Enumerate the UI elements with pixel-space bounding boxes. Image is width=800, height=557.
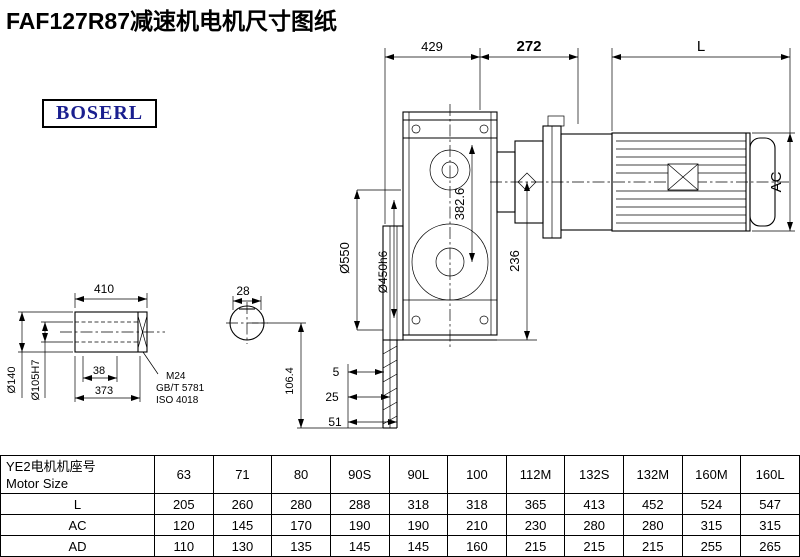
- table-cell: 190: [329, 514, 390, 536]
- table-col-header: 112M: [505, 455, 566, 494]
- table-cell: 413: [564, 493, 624, 515]
- dim-AC-label: AC: [768, 171, 785, 192]
- dim-38-label: 38: [93, 365, 105, 377]
- technical-drawing: 429 272 L AC 382.6 236 Ø550 Ø450h6 410 2…: [6, 38, 795, 429]
- table-col-header: 160M: [681, 455, 742, 494]
- table-col-header: 63: [154, 455, 214, 494]
- dim-28-label: 28: [236, 284, 250, 298]
- table-cell: 280: [564, 514, 624, 536]
- page-title: FAF127R87减速机电机尺寸图纸: [6, 8, 338, 34]
- row-label: AD: [0, 535, 155, 557]
- motor-assembly: [496, 115, 776, 239]
- dimension-lines: [18, 48, 795, 429]
- table-col-header: 160L: [740, 455, 800, 494]
- table-col-header: 132M: [623, 455, 683, 494]
- table-cell: 210: [447, 514, 507, 536]
- dim-25-label: 25: [325, 390, 339, 404]
- table-cell: 265: [740, 535, 800, 557]
- table-cell: 145: [212, 514, 273, 536]
- table-cell: 130: [212, 535, 273, 557]
- dim-450-label: Ø450h6: [376, 250, 390, 293]
- dim-236-label: 236: [507, 250, 522, 272]
- table-cell: 110: [154, 535, 214, 557]
- table-cell: 260: [212, 493, 273, 515]
- table-cell: 215: [623, 535, 683, 557]
- table-cell: 315: [681, 514, 742, 536]
- table-cell: 145: [388, 535, 449, 557]
- table-cell: 135: [271, 535, 331, 557]
- table-row-AC: AC 120 145 170 190 190 210 230 280 280 3…: [0, 514, 800, 536]
- table-col-header: 80: [271, 455, 331, 494]
- dim-382-label: 382.6: [452, 188, 467, 221]
- table-col-header: 132S: [564, 455, 624, 494]
- row-label: AC: [0, 514, 155, 536]
- table-cell: 120: [154, 514, 214, 536]
- centerlines: [60, 104, 792, 348]
- motor-size-label-en: Motor Size: [6, 475, 69, 491]
- standard-gb-label: GB/T 5781: [156, 383, 205, 394]
- table-cell: 288: [329, 493, 390, 515]
- table-col-header: 100: [447, 455, 507, 494]
- dim-410-label: 410: [94, 282, 114, 296]
- row-label: L: [0, 493, 155, 515]
- dim-429-label: 429: [421, 39, 443, 54]
- table-header-row: YE2电机机座号 Motor Size 63 71 80 90S 90L 100…: [0, 455, 800, 494]
- table-corner-header: YE2电机机座号 Motor Size: [0, 455, 155, 494]
- dim-L-label: L: [697, 38, 705, 55]
- table-cell: 280: [271, 493, 331, 515]
- table-cell: 145: [329, 535, 390, 557]
- table-cell: 215: [564, 535, 624, 557]
- dimension-labels: 429 272 L AC 382.6 236 Ø550 Ø450h6 410 2…: [6, 38, 785, 429]
- table-cell: 190: [388, 514, 449, 536]
- gearbox-housing: [382, 111, 498, 341]
- table-cell: 452: [623, 493, 683, 515]
- table-col-header: 71: [212, 455, 273, 494]
- dim-51-label: 51: [328, 415, 342, 429]
- standard-iso-label: ISO 4018: [156, 395, 199, 406]
- motor-size-label-cn: YE2电机机座号: [6, 458, 96, 474]
- dim-5-label: 5: [333, 365, 340, 379]
- table-cell: 215: [505, 535, 566, 557]
- dim-550-label: Ø550: [337, 242, 352, 274]
- table-cell: 318: [388, 493, 449, 515]
- output-shaft-detail: [74, 305, 265, 375]
- dim-105-label: Ø105H7: [30, 360, 42, 401]
- table-cell: 547: [740, 493, 800, 515]
- table-col-header: 90L: [388, 455, 449, 494]
- table-cell: 280: [623, 514, 683, 536]
- dim-373-label: 373: [95, 385, 113, 397]
- table-cell: 160: [447, 535, 507, 557]
- table-cell: 524: [681, 493, 742, 515]
- table-cell: 318: [447, 493, 507, 515]
- table-row-L: L 205 260 280 288 318 318 365 413 452 52…: [0, 493, 800, 515]
- brand-logo: BOSERL: [42, 99, 158, 128]
- table-cell: 315: [740, 514, 800, 536]
- dim-106-label: 106.4: [284, 367, 296, 395]
- motor-size-table: YE2电机机座号 Motor Size 63 71 80 90S 90L 100…: [0, 455, 800, 557]
- dim-272-label: 272: [516, 38, 541, 55]
- thread-label: M24: [166, 371, 186, 382]
- table-cell: 170: [271, 514, 331, 536]
- dim-140-label: Ø140: [6, 367, 18, 394]
- table-cell: 255: [681, 535, 742, 557]
- table-cell: 365: [505, 493, 566, 515]
- table-cell: 205: [154, 493, 214, 515]
- table-col-header: 90S: [329, 455, 390, 494]
- mounting-flange-section: [382, 340, 398, 429]
- table-row-AD: AD 110 130 135 145 145 160 215 215 215 2…: [0, 535, 800, 557]
- table-cell: 230: [505, 514, 566, 536]
